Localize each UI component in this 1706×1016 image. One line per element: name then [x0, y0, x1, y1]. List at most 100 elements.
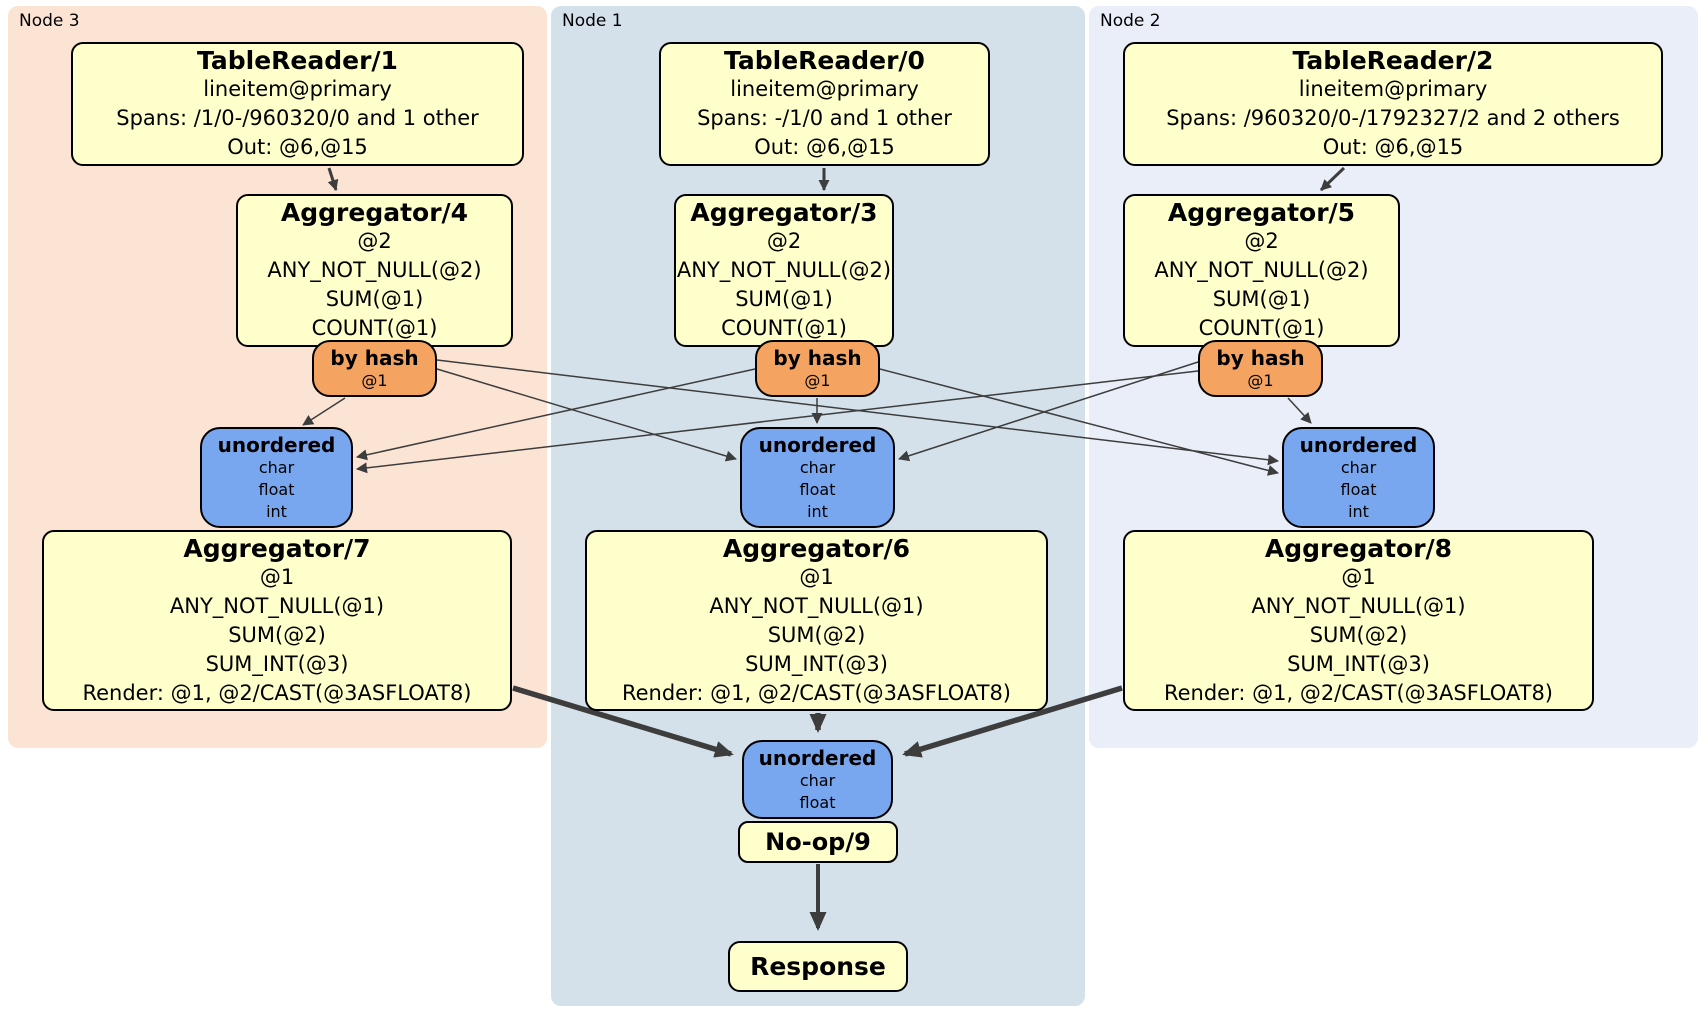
unordered-sync-node1: unordered char float int — [740, 427, 895, 528]
aggregator-4-title: Aggregator/4 — [280, 198, 469, 227]
edge-hash5-un7 — [356, 370, 1199, 474]
aggregator-5-group: @2 — [1244, 229, 1279, 253]
unordered-sync-node2: unordered char float int — [1282, 427, 1435, 528]
unordered-sync-final: unordered char float — [742, 740, 893, 819]
aggregator-4-group: @2 — [357, 229, 392, 253]
tablereader-1-spans: Spans: /1/0-/960320/0 and 1 other — [116, 106, 479, 130]
edge-hash3-un7 — [356, 368, 756, 461]
aggregator-3-fn: COUNT(@1) — [721, 316, 847, 340]
aggregator-6-node: Aggregator/6 @1 ANY_NOT_NULL(@1) SUM(@2)… — [585, 530, 1048, 711]
aggregator-4-fn: ANY_NOT_NULL(@2) — [267, 258, 482, 282]
edge-agg7-un9 — [512, 685, 734, 758]
aggregator-4-fn: COUNT(@1) — [311, 316, 438, 340]
edge-hash4-un6 — [436, 368, 737, 462]
aggregator-3-title: Aggregator/3 — [690, 198, 878, 227]
aggregator-5-fn: COUNT(@1) — [1198, 316, 1325, 340]
aggregator-4-node: Aggregator/4 @2 ANY_NOT_NULL(@2) SUM(@1)… — [236, 194, 513, 347]
aggregator-7-title: Aggregator/7 — [183, 533, 371, 563]
sync-col-type: float — [799, 479, 836, 499]
aggregator-5-node: Aggregator/5 @2 ANY_NOT_NULL(@2) SUM(@1)… — [1123, 194, 1400, 347]
aggregator-6-fn: ANY_NOT_NULL(@1) — [709, 593, 924, 618]
noop-title: No-op/9 — [765, 827, 871, 856]
sync-col-type: int — [266, 501, 287, 521]
aggregator-7-fn: ANY_NOT_NULL(@1) — [169, 593, 385, 618]
aggregator-3-fn: ANY_NOT_NULL(@2) — [676, 258, 892, 282]
edge-agg8-un9 — [902, 685, 1123, 758]
tablereader-1-index: lineitem@primary — [203, 77, 392, 101]
sync-col-type: int — [807, 501, 828, 521]
hash-router-node1: by hash @1 — [755, 340, 880, 397]
sync-col-type: char — [799, 457, 836, 477]
aggregator-8-title: Aggregator/8 — [1264, 533, 1453, 563]
sync-col-type: char — [1340, 457, 1377, 477]
aggregator-5-fn: ANY_NOT_NULL(@2) — [1154, 258, 1369, 282]
aggregator-8-group: @1 — [1341, 564, 1376, 589]
hash-router-key: @1 — [361, 371, 388, 390]
aggregator-6-group: @1 — [799, 564, 834, 589]
unordered-sync-node3: unordered char float int — [200, 427, 353, 528]
response-title: Response — [750, 952, 886, 981]
hash-router-key: @1 — [1247, 371, 1274, 390]
aggregator-8-fn: ANY_NOT_NULL(@1) — [1251, 593, 1466, 618]
aggregator-3-fn: SUM(@1) — [735, 287, 833, 311]
aggregator-6-render: Render: @1, @2/CAST(@3ASFLOAT8) — [621, 680, 1012, 705]
unordered-sync-title: unordered — [1299, 432, 1418, 457]
hash-router-title: by hash — [330, 346, 419, 370]
hash-router-title: by hash — [1216, 346, 1305, 370]
edge-tr1-agg4 — [327, 167, 339, 191]
hash-router-title: by hash — [773, 346, 862, 370]
sync-col-type: float — [799, 792, 836, 812]
aggregator-7-fn: SUM(@2) — [228, 622, 326, 647]
tablereader-2-node: TableReader/2 lineitem@primary Spans: /9… — [1123, 42, 1663, 166]
unordered-sync-title: unordered — [217, 432, 336, 457]
aggregator-4-fn: SUM(@1) — [325, 287, 424, 311]
sync-col-type: int — [1348, 501, 1369, 521]
tablereader-0-spans: Spans: -/1/0 and 1 other — [697, 106, 952, 130]
panel-node3-label: Node 3 — [19, 11, 80, 31]
edge-hash3-un8 — [879, 368, 1279, 476]
sync-col-type: char — [258, 457, 295, 477]
unordered-sync-title: unordered — [758, 745, 877, 770]
aggregator-6-title: Aggregator/6 — [722, 533, 911, 563]
tablereader-0-title: TableReader/0 — [724, 46, 925, 75]
tablereader-2-title: TableReader/2 — [1292, 46, 1494, 75]
tablereader-1-out: Out: @6,@15 — [227, 135, 368, 159]
aggregator-5-fn: SUM(@1) — [1212, 287, 1311, 311]
edge-hash5-un8 — [1287, 397, 1312, 424]
hash-router-node3: by hash @1 — [312, 340, 437, 397]
edge-hash4-un7 — [302, 397, 346, 426]
hash-router-key: @1 — [804, 371, 831, 390]
edge-tr2-agg5 — [1319, 166, 1346, 192]
noop-node: No-op/9 — [738, 821, 898, 863]
aggregator-7-node: Aggregator/7 @1 ANY_NOT_NULL(@1) SUM(@2)… — [42, 530, 512, 711]
unordered-sync-title: unordered — [758, 432, 877, 457]
tablereader-1-title: TableReader/1 — [197, 46, 398, 75]
sync-col-type: char — [799, 770, 836, 790]
aggregator-7-render: Render: @1, @2/CAST(@3ASFLOAT8) — [82, 680, 472, 705]
panel-node1-label: Node 1 — [562, 11, 623, 31]
aggregator-6-fn: SUM(@2) — [767, 622, 866, 647]
tablereader-1-node: TableReader/1 lineitem@primary Spans: /1… — [71, 42, 524, 166]
panel-node2-label: Node 2 — [1100, 11, 1161, 31]
aggregator-8-node: Aggregator/8 @1 ANY_NOT_NULL(@1) SUM(@2)… — [1123, 530, 1594, 711]
hash-router-node2: by hash @1 — [1198, 340, 1323, 397]
aggregator-3-node: Aggregator/3 @2 ANY_NOT_NULL(@2) SUM(@1)… — [674, 194, 894, 347]
tablereader-2-index: lineitem@primary — [1298, 77, 1488, 101]
tablereader-0-node: TableReader/0 lineitem@primary Spans: -/… — [659, 42, 990, 166]
aggregator-3-group: @2 — [766, 229, 802, 253]
aggregator-7-group: @1 — [259, 564, 295, 589]
aggregator-6-fn: SUM_INT(@3) — [745, 651, 888, 676]
sync-col-type: float — [258, 479, 295, 499]
tablereader-2-out: Out: @6,@15 — [1322, 135, 1464, 159]
aggregator-5-title: Aggregator/5 — [1167, 198, 1356, 227]
tablereader-0-out: Out: @6,@15 — [754, 135, 895, 159]
response-node: Response — [728, 941, 908, 992]
aggregator-7-fn: SUM_INT(@3) — [205, 651, 349, 676]
aggregator-8-fn: SUM(@2) — [1309, 622, 1408, 647]
sync-col-type: float — [1340, 479, 1377, 499]
tablereader-2-spans: Spans: /960320/0-/1792327/2 and 2 others — [1166, 106, 1620, 130]
aggregator-8-render: Render: @1, @2/CAST(@3ASFLOAT8) — [1163, 680, 1554, 705]
aggregator-8-fn: SUM_INT(@3) — [1287, 651, 1430, 676]
